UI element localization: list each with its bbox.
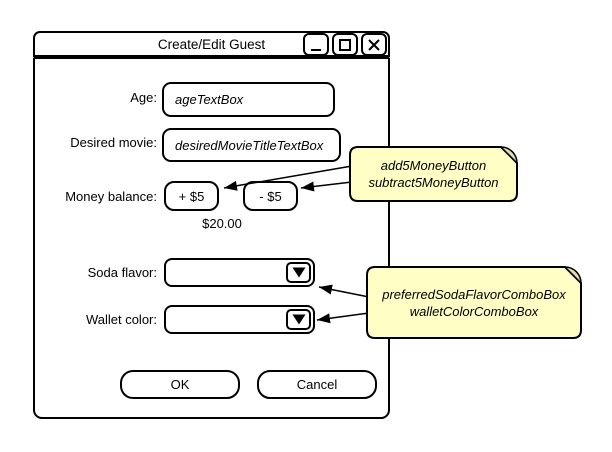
wallet-color-dropdown-button[interactable] (286, 309, 311, 330)
age-textbox[interactable]: ageTextBox (162, 82, 335, 117)
note-line: walletColorComboBox (409, 303, 539, 319)
soda-flavor-label: Soda flavor: (87, 265, 157, 280)
dropdown-arrow-icon (292, 314, 305, 325)
dropdown-arrow-icon (292, 267, 305, 278)
note-text-comboboxes: preferredSodaFlavorComboBox walletColorC… (367, 267, 581, 338)
close-icon (368, 38, 380, 51)
dialog-body (33, 57, 390, 419)
window-titlebar: Create/Edit Guest (33, 31, 390, 57)
wallet-color-label: Wallet color: (85, 312, 157, 327)
note-fold-icon (563, 266, 582, 285)
close-button[interactable] (361, 33, 387, 56)
money-balance-value: $20.00 (202, 216, 242, 231)
desired-movie-textbox[interactable]: desiredMovieTitleTextBox (162, 128, 341, 162)
note-line: add5MoneyButton (380, 158, 487, 173)
wallet-color-combobox[interactable] (164, 305, 315, 334)
maximize-icon (339, 38, 351, 51)
minimize-button[interactable] (303, 33, 329, 56)
ok-button[interactable]: OK (120, 370, 240, 399)
soda-flavor-dropdown-button[interactable] (286, 262, 311, 283)
window-controls (303, 33, 387, 56)
money-balance-label: Money balance: (65, 189, 157, 204)
add-5-money-button[interactable]: + $5 (164, 181, 219, 211)
desired-movie-label: Desired movie: (70, 135, 157, 150)
sticky-note-comboboxes (366, 266, 582, 339)
maximize-button[interactable] (332, 33, 358, 56)
subtract-5-money-button[interactable]: - $5 (243, 181, 298, 211)
note-line: preferredSodaFlavorComboBox (382, 286, 566, 302)
minimize-icon (311, 48, 321, 51)
window-title: Create/Edit Guest (157, 36, 266, 52)
note-fold-icon (499, 146, 518, 165)
cancel-button[interactable]: Cancel (257, 370, 377, 399)
age-label: Age: (130, 90, 157, 105)
soda-flavor-combobox[interactable] (164, 258, 315, 287)
